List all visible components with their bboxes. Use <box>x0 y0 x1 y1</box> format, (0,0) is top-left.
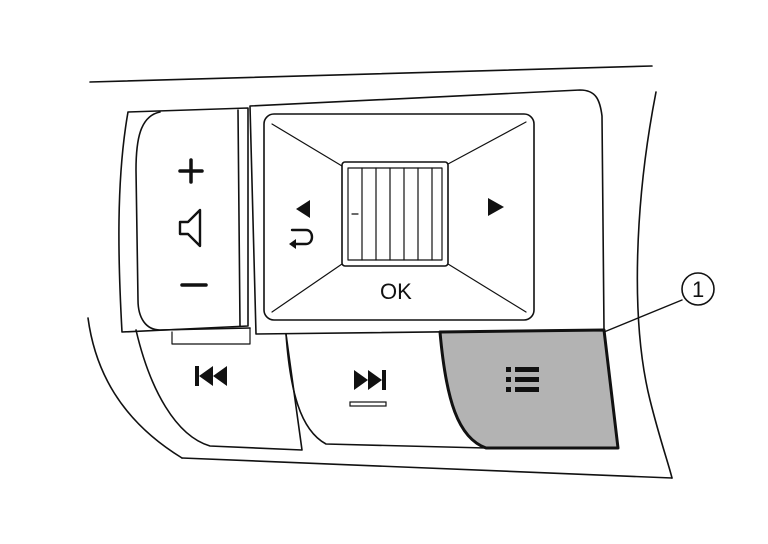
ok-label: OK <box>380 279 412 304</box>
dpad-diagonal-top-right <box>447 121 527 165</box>
next-track-icon <box>349 370 387 407</box>
dpad-diagonal-top-left <box>271 123 343 167</box>
right-triangle-icon <box>488 198 504 216</box>
next-track-button <box>285 333 487 449</box>
previous-track-button <box>135 329 303 451</box>
volume-tab <box>171 327 251 345</box>
volume-rocker-divider <box>237 109 241 327</box>
callout-circle <box>681 272 715 306</box>
dpad-diagonal-bottom-left <box>271 263 343 313</box>
dpad-square <box>263 113 535 321</box>
panel-bottom-edge <box>181 457 673 479</box>
back-arrow-icon <box>289 228 314 249</box>
panel-left-edge <box>87 317 183 459</box>
dpad-housing <box>249 89 605 335</box>
scroll-wheel-icon <box>341 161 449 267</box>
panel-right-edge <box>636 91 673 479</box>
callout-leader <box>603 299 683 333</box>
dpad-diagonal-bottom-right <box>447 263 527 313</box>
volume-housing-outer <box>118 107 249 333</box>
volume-rocker <box>135 111 251 331</box>
menu-list-icon <box>506 367 539 392</box>
plus-icon <box>178 158 204 184</box>
left-triangle-icon <box>296 200 310 218</box>
speaker-icon <box>178 208 202 248</box>
callout-number: 1 <box>692 277 704 302</box>
previous-track-icon <box>195 366 227 386</box>
panel-top-edge <box>89 65 653 83</box>
